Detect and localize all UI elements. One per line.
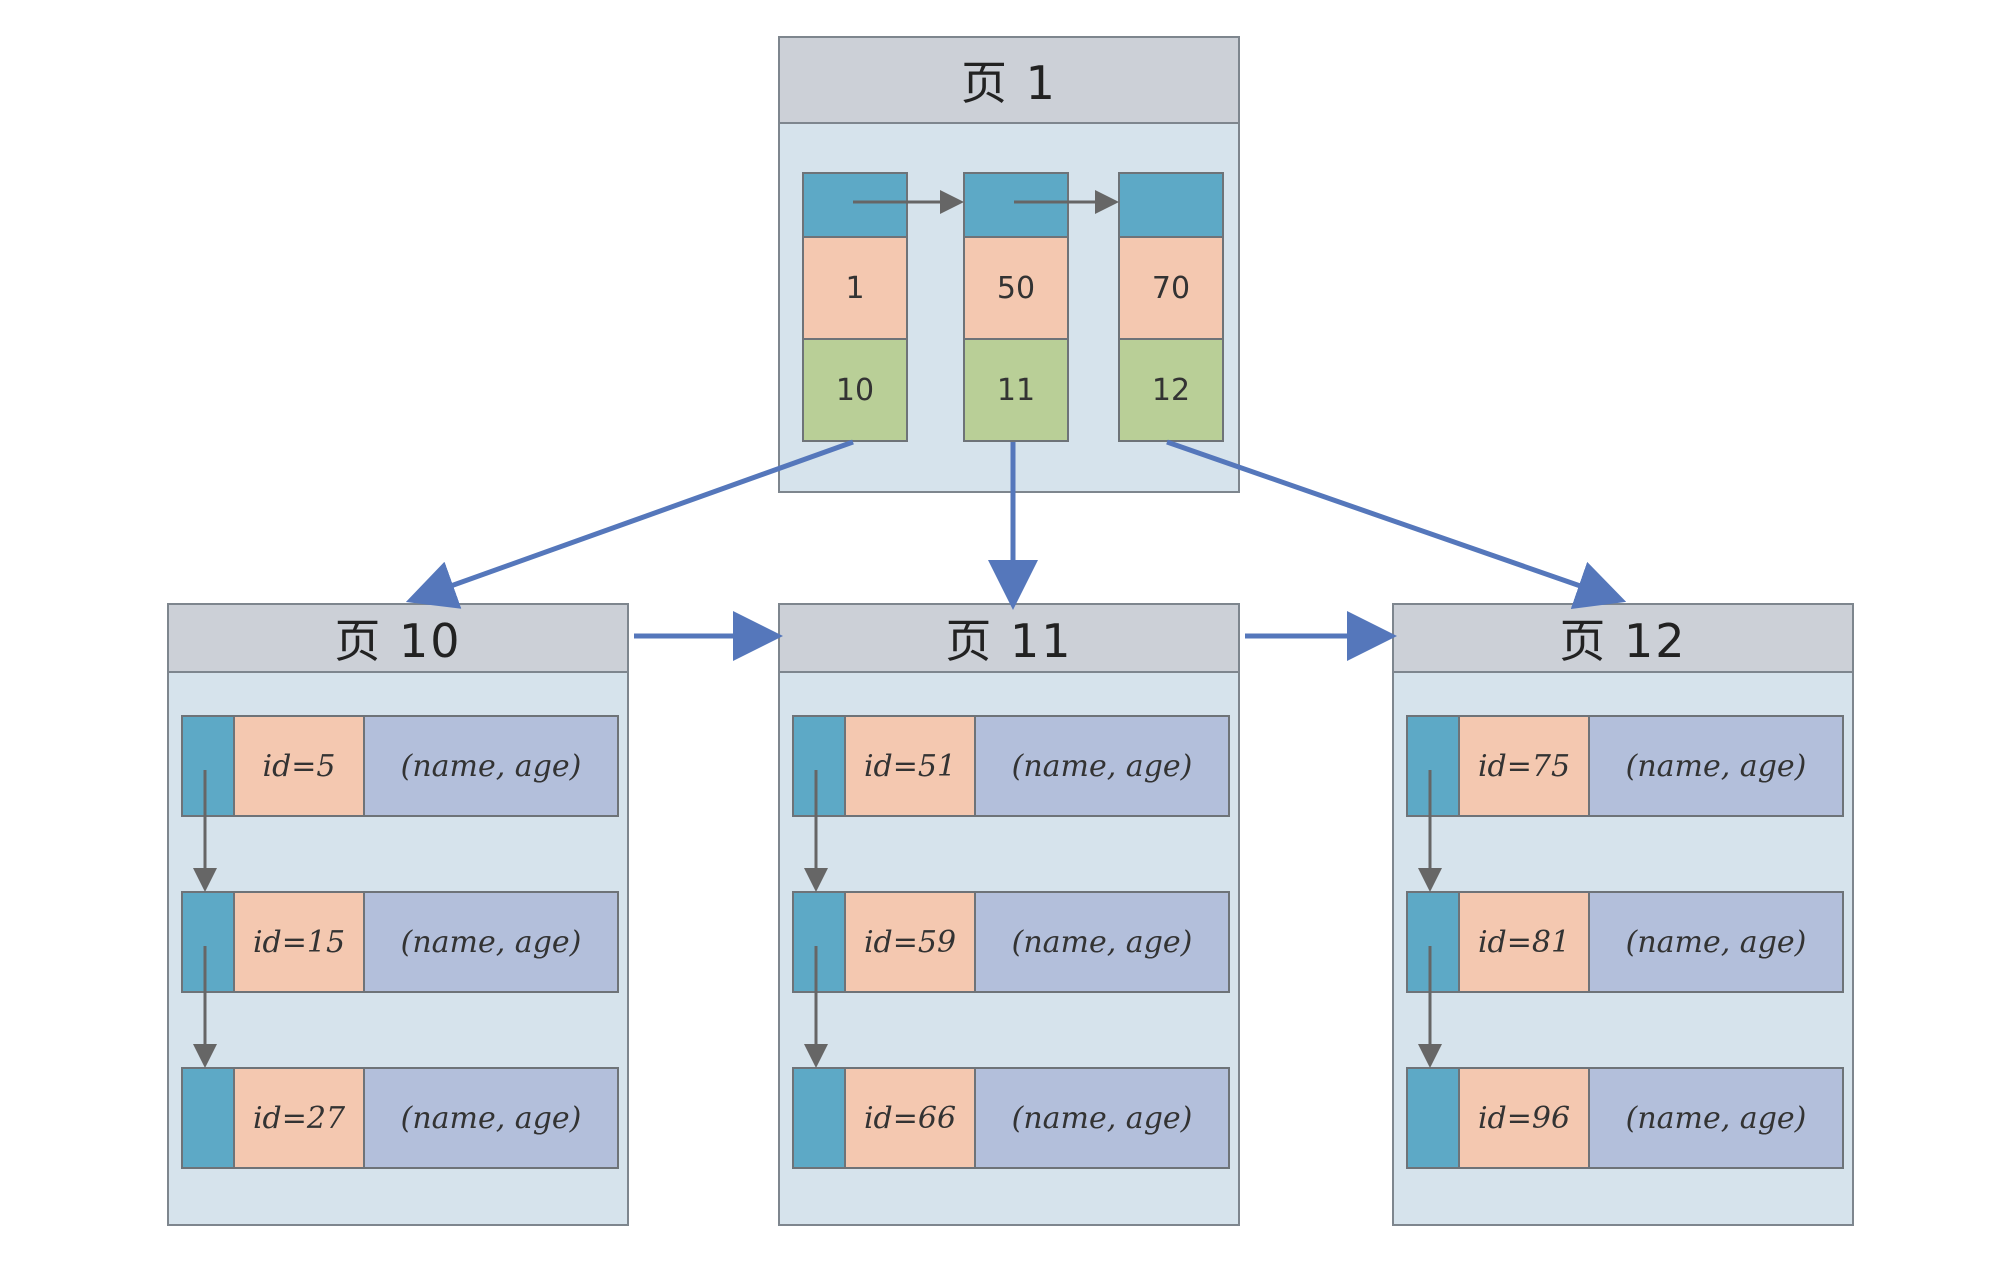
record-id: id=75 (1460, 717, 1590, 815)
record-row: id=66 (name, age) (792, 1067, 1230, 1169)
leaf-page-11: 页 11 id=51 (name, age) id=59 (name, age)… (778, 603, 1240, 1226)
record-row: id=96 (name, age) (1406, 1067, 1844, 1169)
record-data: (name, age) (365, 893, 617, 991)
entry-pointer (965, 174, 1067, 238)
record-data: (name, age) (1590, 717, 1842, 815)
entry-key: 70 (1120, 238, 1222, 340)
entry-pointer (1120, 174, 1222, 238)
record-data: (name, age) (976, 893, 1228, 991)
page-title: 页 11 (780, 605, 1238, 673)
entry-page-number: 10 (804, 340, 906, 440)
entry-page-number: 12 (1120, 340, 1222, 440)
record-row: id=59 (name, age) (792, 891, 1230, 993)
record-data: (name, age) (365, 1069, 617, 1167)
record-pointer (794, 717, 846, 815)
record-row: id=51 (name, age) (792, 715, 1230, 817)
record-pointer (794, 1069, 846, 1167)
record-data: (name, age) (1590, 893, 1842, 991)
record-data: (name, age) (976, 1069, 1228, 1167)
entry-key: 1 (804, 238, 906, 340)
root-page-1: 页 1 1 10 50 11 70 12 (778, 36, 1240, 493)
record-id: id=27 (235, 1069, 365, 1167)
record-id: id=66 (846, 1069, 976, 1167)
record-pointer (1408, 893, 1460, 991)
record-row: id=27 (name, age) (181, 1067, 619, 1169)
record-data: (name, age) (976, 717, 1228, 815)
record-row: id=15 (name, age) (181, 891, 619, 993)
record-row: id=5 (name, age) (181, 715, 619, 817)
page-title: 页 12 (1394, 605, 1852, 673)
entry-page-number: 11 (965, 340, 1067, 440)
page-title: 页 1 (780, 38, 1238, 124)
index-entry: 50 11 (963, 172, 1069, 442)
record-row: id=81 (name, age) (1406, 891, 1844, 993)
record-pointer (1408, 1069, 1460, 1167)
record-id: id=96 (1460, 1069, 1590, 1167)
entry-pointer (804, 174, 906, 238)
record-id: id=51 (846, 717, 976, 815)
index-entry: 1 10 (802, 172, 908, 442)
record-pointer (183, 893, 235, 991)
leaf-page-12: 页 12 id=75 (name, age) id=81 (name, age)… (1392, 603, 1854, 1226)
record-row: id=75 (name, age) (1406, 715, 1844, 817)
record-data: (name, age) (1590, 1069, 1842, 1167)
record-pointer (183, 1069, 235, 1167)
record-pointer (1408, 717, 1460, 815)
record-pointer (794, 893, 846, 991)
record-pointer (183, 717, 235, 815)
record-id: id=15 (235, 893, 365, 991)
record-id: id=59 (846, 893, 976, 991)
record-data: (name, age) (365, 717, 617, 815)
entry-key: 50 (965, 238, 1067, 340)
record-id: id=81 (1460, 893, 1590, 991)
record-id: id=5 (235, 717, 365, 815)
leaf-page-10: 页 10 id=5 (name, age) id=15 (name, age) … (167, 603, 629, 1226)
page-title: 页 10 (169, 605, 627, 673)
index-entry: 70 12 (1118, 172, 1224, 442)
